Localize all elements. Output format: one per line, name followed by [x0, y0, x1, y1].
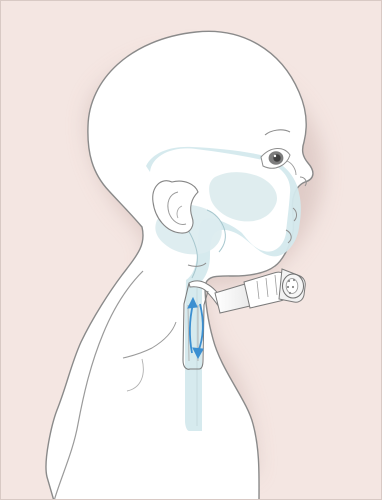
- medical-illustration: [0, 0, 382, 500]
- child-tracheostomy-diagram: [1, 1, 382, 500]
